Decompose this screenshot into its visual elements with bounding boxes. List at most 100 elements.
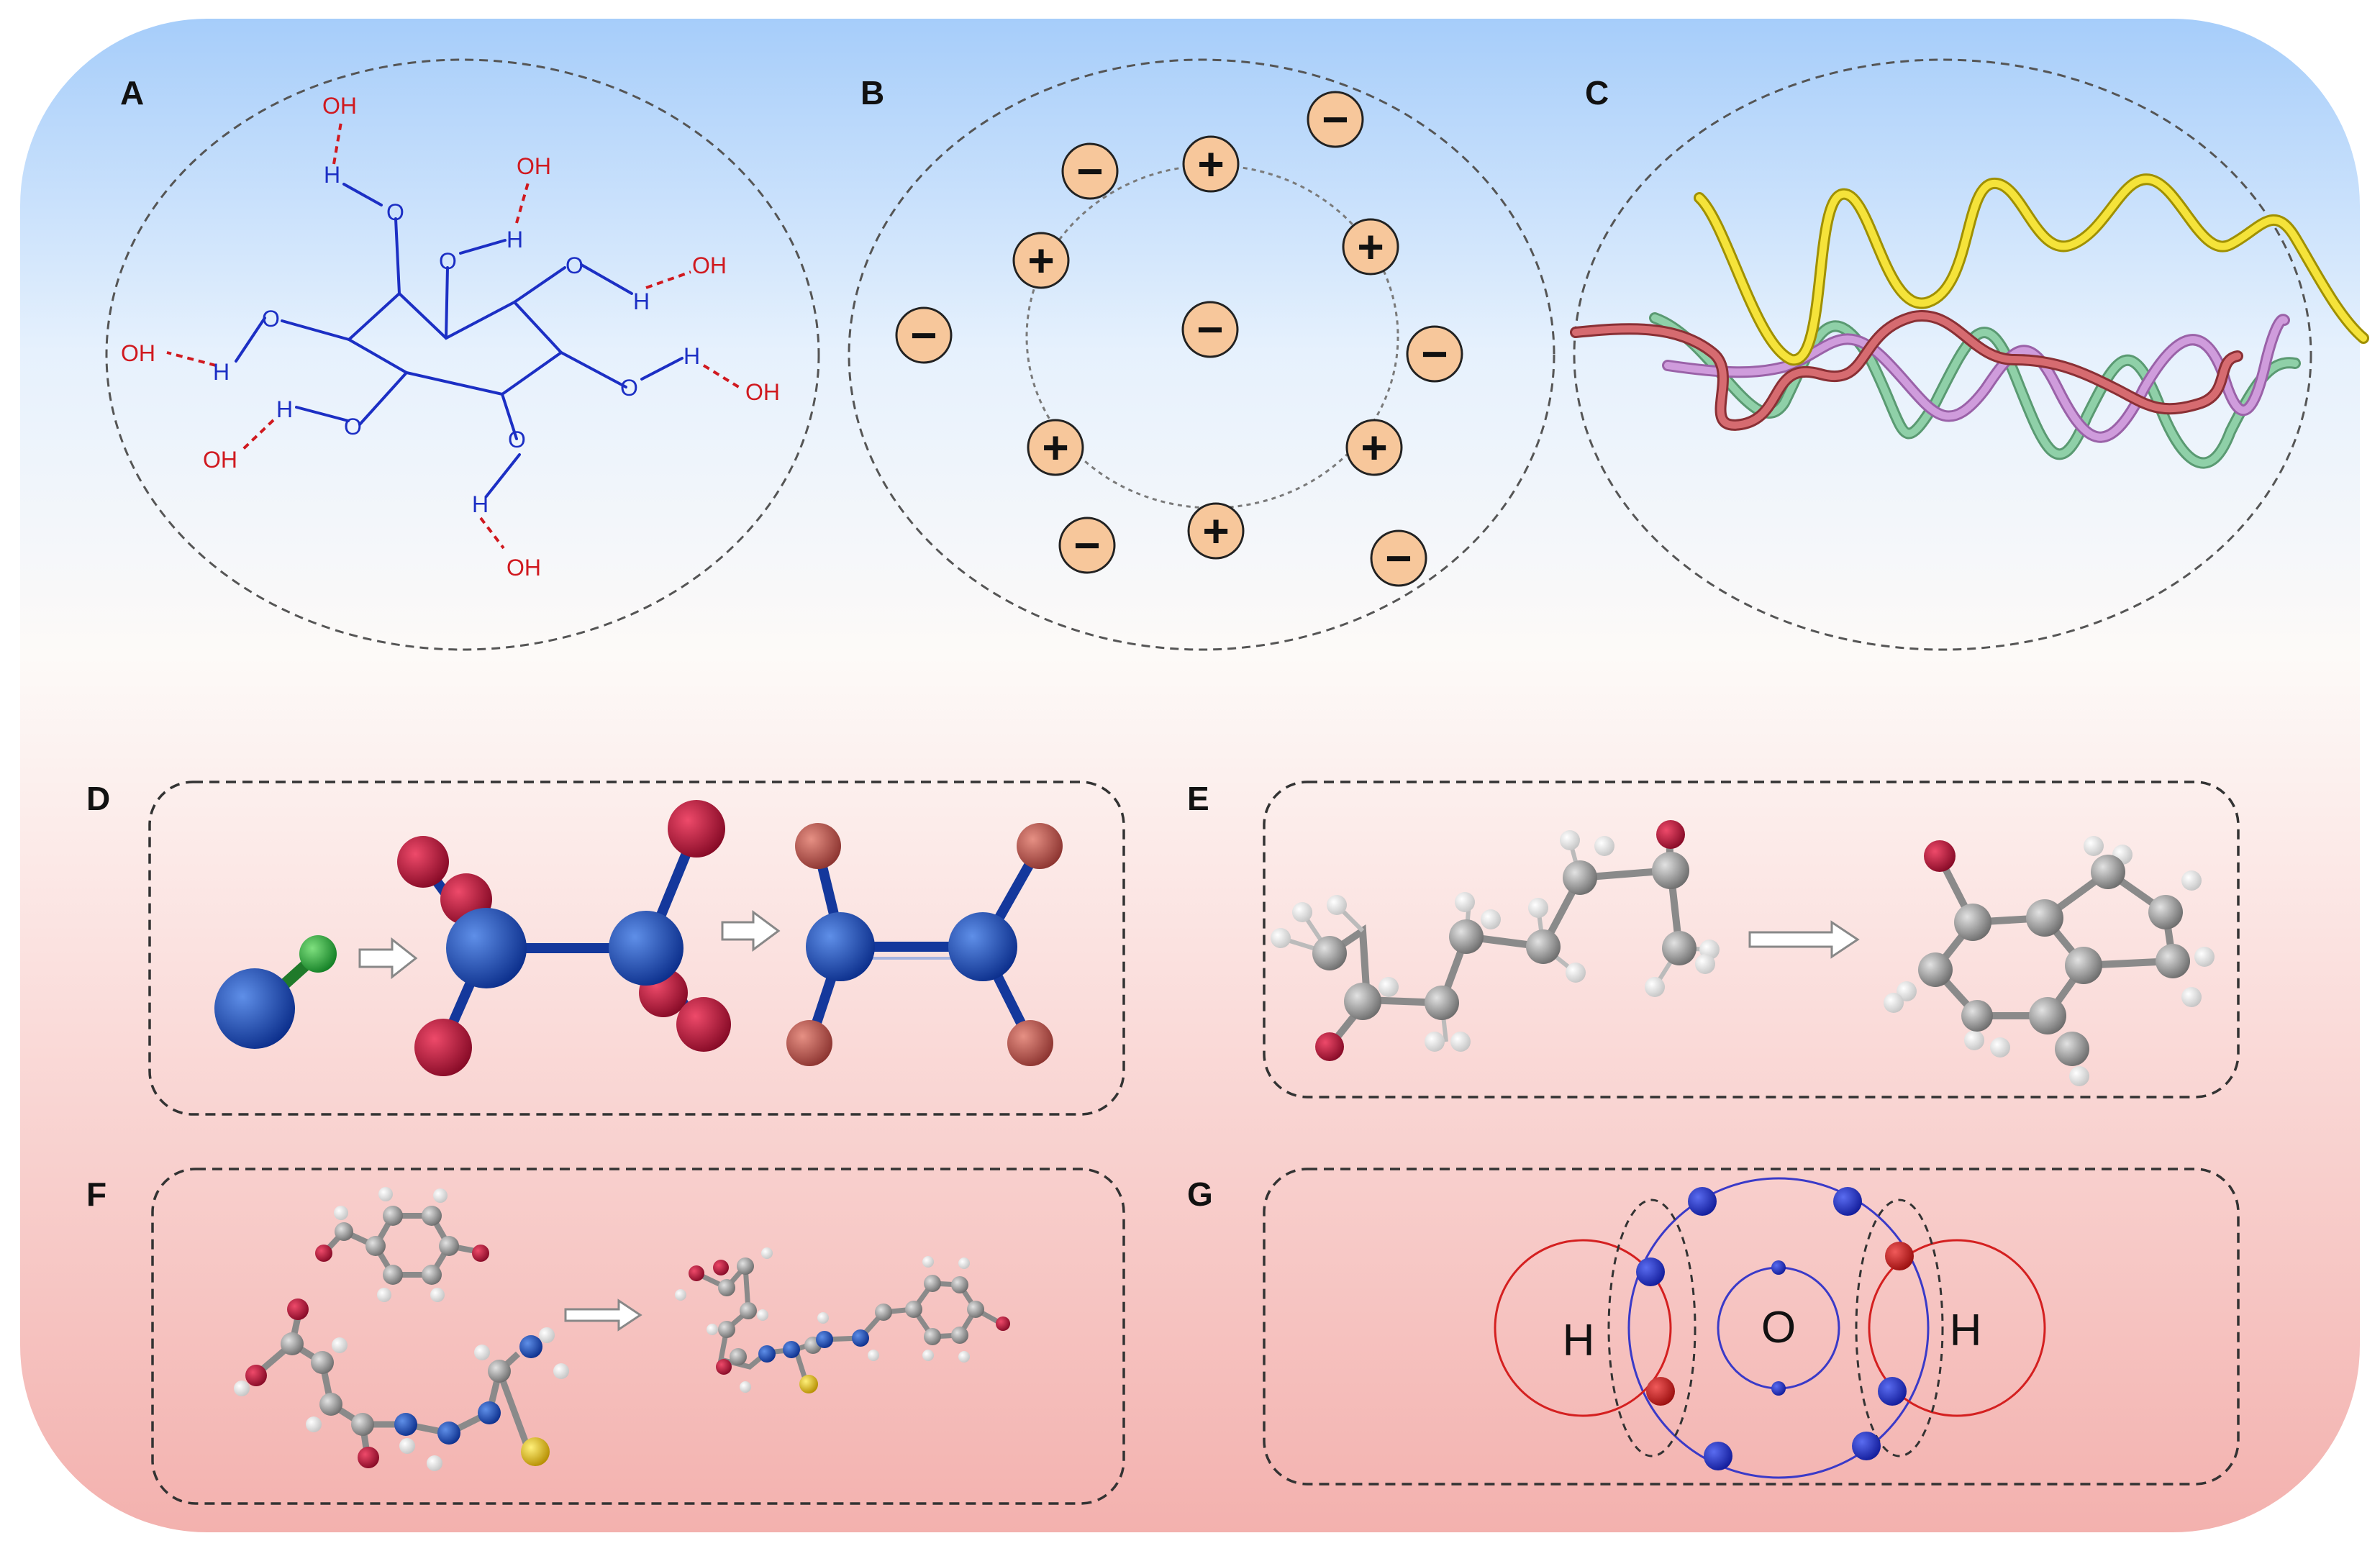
panel-f-box <box>151 1168 1125 1505</box>
panel-c-label: C <box>1585 74 1609 112</box>
panel-g-label: G <box>1187 1175 1213 1213</box>
atom-hydrogen <box>427 1455 442 1471</box>
atom-nitrogen <box>519 1335 542 1358</box>
atom-carbon <box>737 1257 754 1275</box>
electron <box>1636 1257 1665 1286</box>
plus-sign: + <box>1197 138 1224 190</box>
charges <box>895 91 1463 587</box>
negative-charge <box>1370 529 1427 587</box>
atom-hydrogen <box>1292 902 1312 922</box>
atom-hydrogen <box>1695 954 1715 974</box>
electron <box>1833 1187 1862 1216</box>
atom-oxygen <box>315 1245 332 1262</box>
atom-brown <box>1017 823 1063 869</box>
panel-e: E <box>1187 780 2240 1099</box>
atom-hydrogen <box>2181 870 2202 891</box>
atom-carbon <box>422 1265 442 1285</box>
figure-background <box>20 19 2360 1532</box>
electron <box>1704 1442 1732 1470</box>
atom-hydrogen <box>761 1247 773 1259</box>
hydroxyl-label: OH <box>121 340 155 366</box>
atom-hydrogen <box>1594 836 1614 856</box>
atom-hydrogen <box>922 1256 934 1268</box>
atom-hydrogen <box>1990 1037 2010 1058</box>
atom-hydrogen <box>922 1350 934 1361</box>
hydroxyl-partners: OH OH OH OH OH OH OH <box>121 93 780 581</box>
atom-carbon <box>730 1348 747 1365</box>
hydrogen-atom: H <box>507 227 523 253</box>
atom-red <box>668 800 725 858</box>
electron <box>1771 1381 1786 1396</box>
panel-g-box <box>1263 1168 2240 1486</box>
oxygen-atom: O <box>262 306 280 332</box>
oxygen-atom: O <box>344 414 362 440</box>
atom-oxygen <box>245 1365 267 1386</box>
atom-carbon <box>439 1236 459 1256</box>
plus-sign: + <box>1357 221 1384 273</box>
panel-b-boundary <box>848 58 1555 651</box>
transformation-arrow <box>358 937 418 980</box>
minus-sign: − <box>1385 532 1412 584</box>
atom-red <box>414 1019 472 1076</box>
atom-nitrogen <box>437 1422 460 1445</box>
helix-purple <box>1664 316 2288 441</box>
atom-oxygen <box>1656 820 1685 849</box>
atom-hydrogen <box>1560 830 1580 850</box>
positive-charge <box>1345 419 1403 476</box>
transformation-arrow <box>1748 920 1860 959</box>
panel-a: A <box>105 58 820 651</box>
charge-signs: + + + + + + − − − − − − − <box>910 94 1448 584</box>
hydrogen-label-left: H <box>1563 1316 1595 1365</box>
hydrogen-label-right: H <box>1950 1306 1982 1355</box>
atom-carbon <box>383 1206 403 1226</box>
atom-nitrogen <box>394 1413 417 1436</box>
atom-carbon <box>319 1393 342 1416</box>
atom-carbon <box>2029 997 2066 1034</box>
atom-blue <box>446 908 527 988</box>
atom-carbon <box>2156 944 2190 978</box>
hydroxyl-label: OH <box>203 447 237 473</box>
sugar-ring-hydrogens: H H H H H H H <box>213 162 700 517</box>
panel-c: C <box>1570 58 2369 651</box>
atom-carbon <box>422 1206 442 1226</box>
atom-hydrogen <box>399 1438 415 1454</box>
hydroxyl-label: OH <box>517 153 551 179</box>
atom-hydrogen <box>1528 898 1548 918</box>
plus-sign: + <box>1042 422 1068 473</box>
atom-hydrogen <box>1964 1030 1984 1050</box>
oxygen-atom: O <box>439 248 457 274</box>
atom-hydrogen <box>740 1381 751 1393</box>
atom-carbon <box>718 1321 735 1338</box>
atom-carbon <box>924 1275 941 1292</box>
atom-hydrogen <box>377 1288 391 1302</box>
atom-hydrogen <box>539 1327 555 1343</box>
atom-hydrogen <box>1884 993 1904 1013</box>
atom-carbon <box>1526 929 1561 964</box>
hydrogen-shell-left <box>1494 1239 1672 1417</box>
minus-sign: − <box>1196 304 1223 355</box>
atom-carbon <box>951 1276 968 1293</box>
atom-oxygen <box>716 1359 732 1375</box>
negative-charge <box>1307 91 1364 148</box>
atom-oxygen <box>996 1316 1010 1331</box>
atom-hydrogen <box>1566 963 1586 983</box>
atom-red <box>676 997 731 1052</box>
atom-hydrogen <box>433 1188 448 1203</box>
negative-charge <box>1181 301 1239 358</box>
atom-carbon <box>1563 860 1597 895</box>
panel-f-label: F <box>86 1175 106 1213</box>
atom-carbon <box>311 1351 334 1374</box>
panel-c-boundary <box>1573 58 2312 651</box>
electron <box>1646 1377 1675 1406</box>
shared-pair-left <box>1607 1198 1697 1457</box>
atom-hydrogen <box>1379 977 1399 997</box>
atom-carbon <box>2148 895 2183 929</box>
hydrogen-atom: H <box>324 162 340 188</box>
atom-carbon <box>281 1332 304 1355</box>
atom-blue <box>609 911 683 986</box>
atom-carbon <box>2065 947 2102 984</box>
oxygen-label: O <box>1761 1303 1796 1352</box>
atom-carbon <box>335 1222 353 1241</box>
atom-hydrogen <box>334 1206 348 1220</box>
atom-carbon <box>1918 952 1953 987</box>
